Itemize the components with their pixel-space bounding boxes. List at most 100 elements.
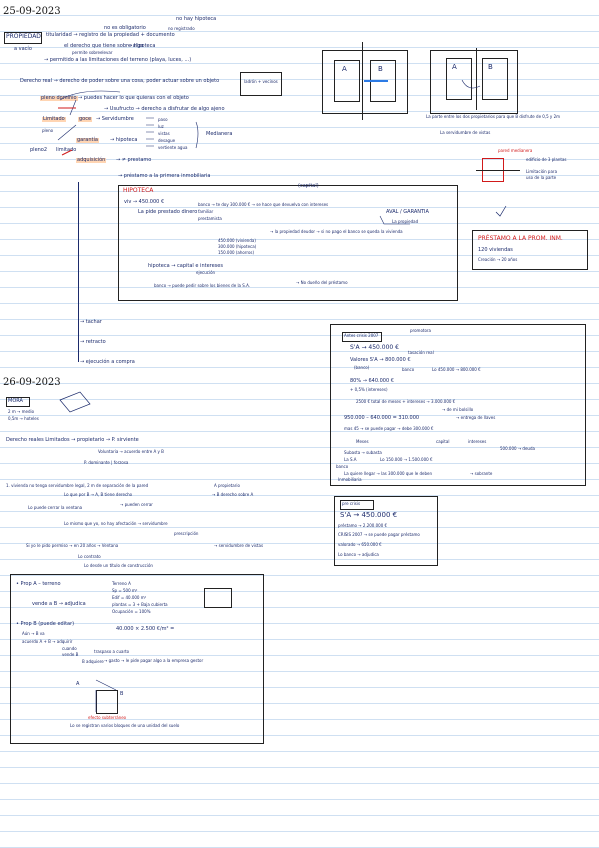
gestion-line: Lo mismo que yo, no hay afectación → ser… [64,521,168,526]
bb-prop-a: • Prop A – terreno [16,581,61,587]
p-dominante-line: P. dominante | forzosa [84,460,129,465]
tiempo-line: Lo desde un título de construcción [84,563,153,568]
titularidad-line: titularidad → registro de la propiedad +… [46,32,175,38]
rb-calc1: 950.000 – 640.000 = 310.000 [344,415,420,421]
derecho-real-line: Derecho real → derecho de poder sobre un… [20,78,220,84]
pleno-dominio-label: pleno dominio [40,95,78,101]
vivienda-line: viv → 450.000 € [124,199,165,205]
bb-building [96,690,118,714]
limites-line: → permitido a las limitaciones del terre… [44,57,192,63]
bb-vende: vende a B → adjudica [32,601,86,607]
pre-crisis-l1: préstamo → 2.200.000 € [338,523,388,528]
rb-pct80: 80% → 640.000 € [350,378,394,384]
ejecucion-compra-line: → ejecución a compra [80,359,135,365]
pre-crisis-l4: Lo banco → adjudica [338,552,379,557]
proceso-line-1: 1. vivienda no tenga servidumbre legal, … [6,483,149,488]
propiedad-box [4,32,42,44]
bb-ocupacion: Ocupación = 100% [112,609,151,614]
rb-entrega: → entrega de llaves [456,415,496,420]
no-dueno-line: → No dueño del préstamo [296,280,348,285]
servidumbre-note: La parte entre los dos propietarios para… [426,114,561,119]
pre-crisis-tag [340,500,374,510]
rb-pct05: + 0,5% (intereses) [350,387,388,392]
limitado2-label: limitado [56,147,77,153]
prestamo-line-2: Creación → 20 años [478,257,518,262]
mora-label: MORA [8,398,23,404]
a-propietario: A propietario [214,483,240,488]
goce-desc: → Servidumbre [96,116,134,122]
right-note-2: uso de la parte [526,175,557,180]
disponer-line: el derecho que tiene sobre algo [64,43,144,49]
familiar-label: familiar [198,209,214,214]
hipoteca-row: hipoteca → capital e intereses [148,263,223,269]
hipoteca-title: HIPOTECA [123,187,154,194]
pleno-desc: → puedes hacer lo que quieras con el obj… [78,95,189,101]
banco-pide-line: banco → puede pedir sobre los bienes de … [154,283,251,288]
deudor-line: → la propiedad deudor → si no pago el ba… [270,229,403,234]
rb-mas: mas 45 → se puede pagar → debe 300.000 € [344,426,434,431]
servidumbre-vistas: La servidumbre de vistas [440,130,491,135]
bb-cuando: cuando [62,646,77,651]
diagram-1-divider [362,42,363,120]
prestamo-line: → préstamo a la primera inmobiliaria [118,173,211,179]
bb-label-b: B [120,691,124,697]
aval-label: AVAL / GARANTIA [386,209,429,215]
bb-terreno: Terreno A [112,581,131,586]
tachar-line: → tachar [80,319,102,325]
promotora-note: promotora [410,328,431,333]
diagram-1-arrow [364,80,388,82]
bb-red-label: efecto subterráneo [88,715,127,720]
rb-deuda-note: 500.000 → deuda [500,446,535,451]
deuda-label-0: 450.000 (vivienda) [218,238,256,243]
rb-sobra: La quiere llegar → las 300.000 que le de… [344,471,433,476]
bb-sp: Sp = 500 m² [112,588,138,593]
mora-line-2: 0,5m → hoteles [8,416,39,421]
obligatorio-note: no es obligatorio [104,25,146,31]
rb-cuota-r: Lo 150.000 → 1.500.000 € [380,457,433,462]
right-note-1: Limitación para [526,169,558,174]
rb-inmob: Inmobiliaria [338,477,362,482]
pleno2-label: pleno2 [30,147,48,153]
prestamo-line-1: 120 viviendas [478,247,513,253]
diagram-2-label-b: B [488,63,493,71]
medianera-item-0: paso [158,117,168,122]
rb-cuota-l: La S.A [344,457,357,462]
bb-bottom-note: Lo se registran varios bloques de una un… [70,723,180,728]
pared-line: Lo puede cerrar la ventana [28,505,83,510]
juicio-line: Si yo le pido permiso → en 20 años → Ven… [26,543,119,548]
bb-edif: Edif = 40.000 m² [112,595,147,600]
rb-sobrante: → sobrante [470,471,493,476]
pared-label: pared medianera [498,148,533,153]
adquisicion-desc: → ≠ prestamo [116,157,152,163]
pre-crisis-l2: CRISIS 2007 → se puede pagar préstamo [338,532,420,537]
small-box-label: ladrón + vecinos [244,79,278,84]
derecho-goce-line: Derecho reales Limitados → propietario →… [6,437,139,443]
antes-crisis-tag [342,332,382,342]
date-header-1: 25-09-2023 [3,6,61,17]
diagram-1-label-a: A [342,65,347,73]
adquiriente-line: → servidumbre de vistas [214,543,264,548]
bb-traspaso: traspaso a cuarto [94,649,130,654]
mora-box [6,397,30,407]
pide-prestamo-line: La pide prestado dinero [138,209,198,215]
adquisicion-label: adquisición [76,157,107,163]
diagram-2-label-a: A [452,63,457,71]
titularidad-note: no registrado [168,26,195,31]
rb-total-interes: 2500 € total de meses + intereses → 3.00… [356,399,456,404]
pre-crisis-title: pre crisis [342,501,361,506]
propiedad-note: La propiedad [392,219,419,224]
medianera-item-1: luz [158,124,164,129]
garantia-label: garantía [76,137,99,143]
capital-note: (capital) [298,183,319,189]
diagram-1-outer [322,50,408,114]
date-header-2: 26-09-2023 [3,377,61,388]
deuda-label-1: 300.000 (hipoteca) [218,244,257,249]
derecho-a: → B derecho sobre A [212,492,254,497]
antes-crisis-box [330,324,586,486]
pre-crisis-l3: valorado → 650.000 € [338,542,382,547]
medianera-label: Medianera [206,131,233,137]
rb-de-bolsillo: → de mi bolsillo [442,407,474,412]
rb-meses: Meses [356,439,369,444]
a-vacio-label: a vacío [14,46,32,52]
